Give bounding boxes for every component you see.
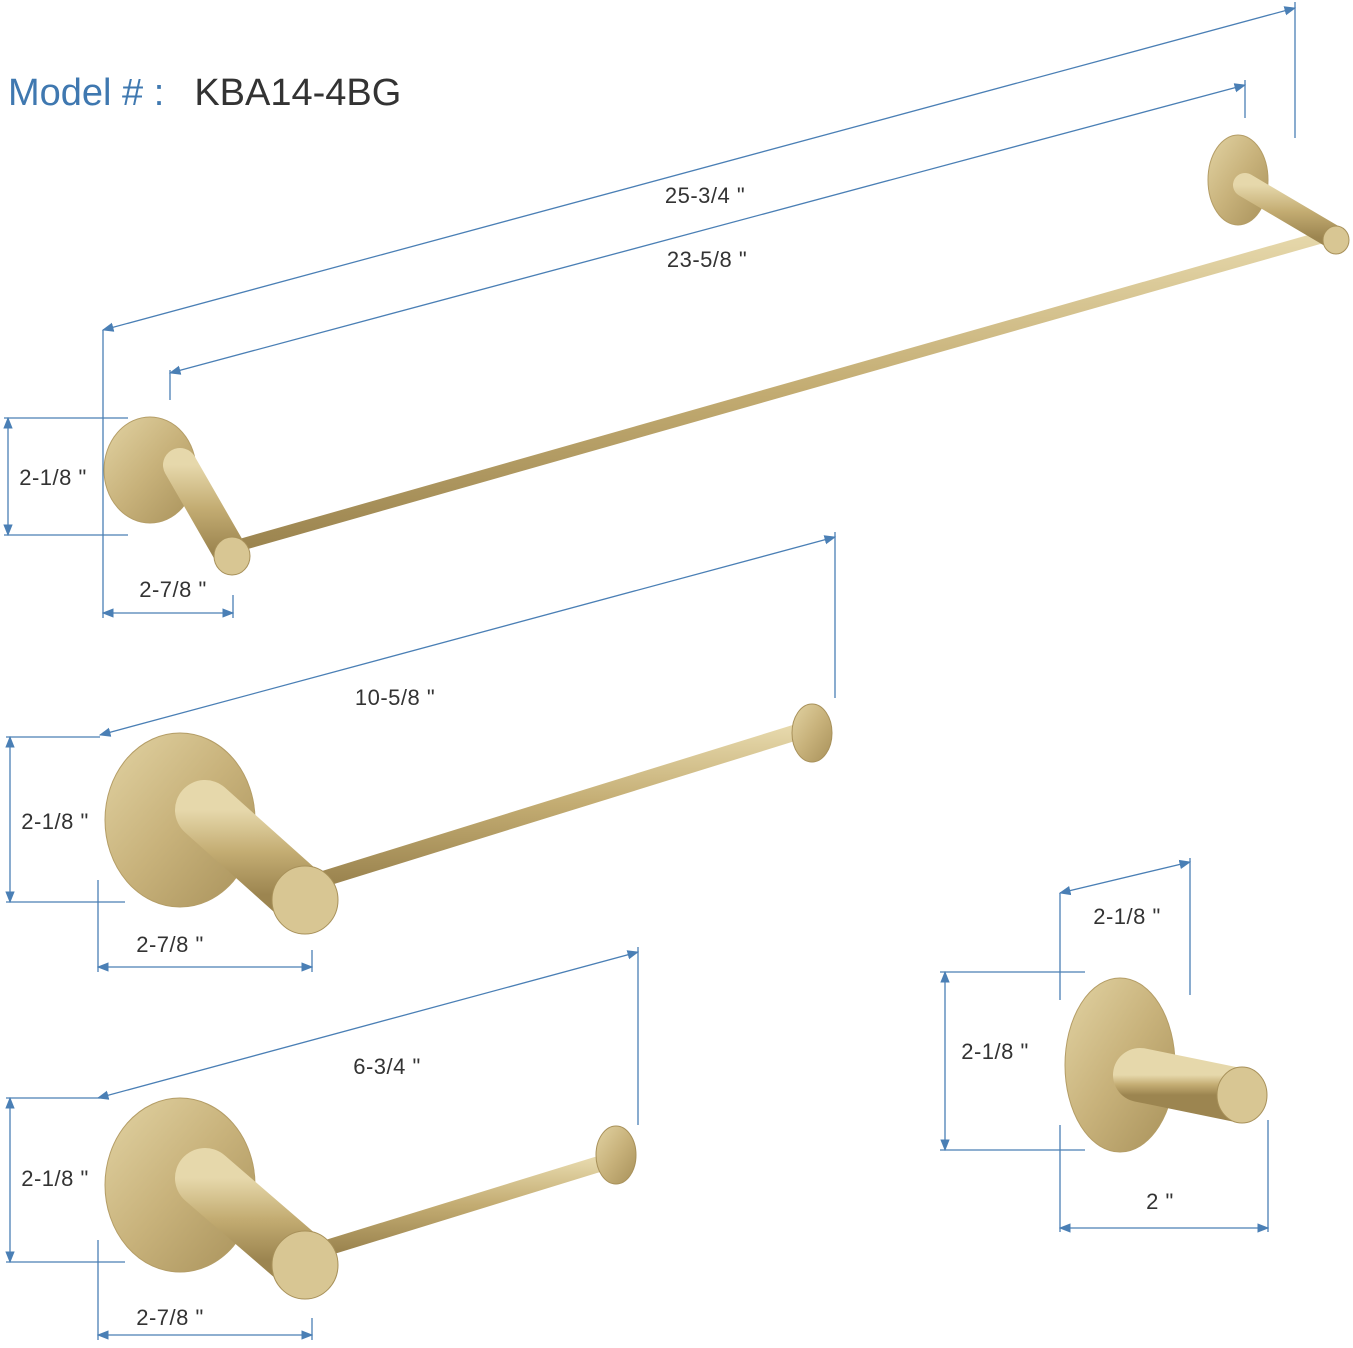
hand-towel-bar-illustration bbox=[104, 703, 833, 935]
dimension-lines bbox=[3, 2, 1297, 1340]
towel-bar-height: 2-1/8 " bbox=[19, 465, 87, 490]
tp-holder-length: 6-3/4 " bbox=[353, 1054, 421, 1079]
towel-bar-illustration bbox=[103, 134, 1350, 576]
robe-hook-illustration bbox=[1064, 977, 1268, 1153]
toilet-paper-holder-illustration bbox=[104, 1097, 637, 1300]
hand-towel-bar-projection: 2-7/8 " bbox=[136, 932, 204, 957]
hand-towel-bar-length: 10-5/8 " bbox=[354, 685, 436, 710]
tp-holder-projection: 2-7/8 " bbox=[136, 1305, 204, 1330]
robe-hook-projection: 2 " bbox=[1146, 1189, 1174, 1214]
towel-bar-projection: 2-7/8 " bbox=[139, 577, 207, 602]
hand-towel-bar-height: 2-1/8 " bbox=[21, 809, 89, 834]
tp-holder-height: 2-1/8 " bbox=[21, 1166, 89, 1191]
robe-hook-height: 2-1/8 " bbox=[961, 1039, 1029, 1064]
towel-bar-bar-length: 23-5/8 " bbox=[666, 247, 748, 272]
robe-hook-width: 2-1/8 " bbox=[1093, 904, 1161, 929]
towel-bar-overall-length: 25-3/4 " bbox=[664, 183, 746, 208]
